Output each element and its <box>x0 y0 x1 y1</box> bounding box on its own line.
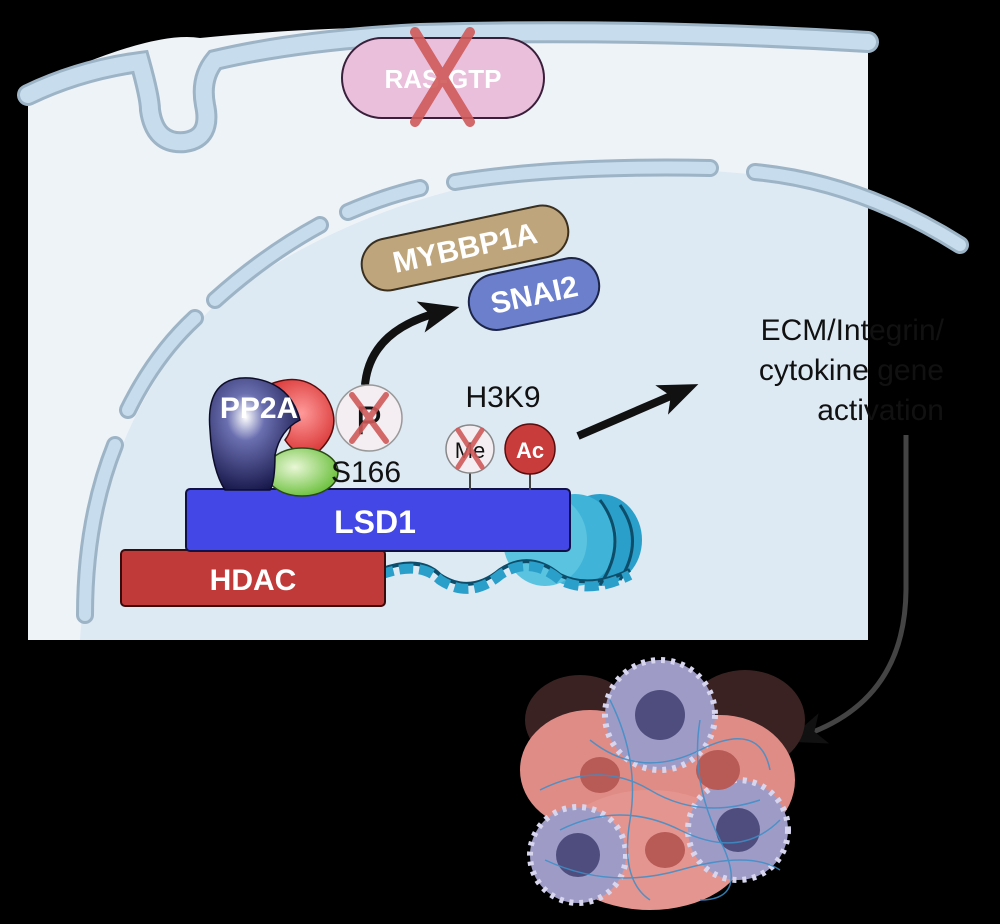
arrow-to-gene-activation <box>576 384 699 440</box>
lsd1: LSD1 <box>185 488 571 552</box>
hdac-label: HDAC <box>210 564 297 597</box>
tumor-cluster <box>520 657 805 910</box>
nuclear-envelope <box>76 158 969 624</box>
ac-label: Ac <box>516 438 544 463</box>
mybbp1a-pill <box>360 204 570 292</box>
ras-gtp: RAS-GTP <box>341 27 545 127</box>
phospho-group: P S166 <box>331 384 403 489</box>
arrow-p-to-mybbp1a <box>361 301 460 386</box>
s166-label: S166 <box>331 456 401 489</box>
ac-mark <box>504 423 556 475</box>
hdac: HDAC <box>120 549 386 607</box>
pp2a-green-subunit <box>265 447 339 497</box>
arrow-to-tumor <box>786 435 909 744</box>
gene-activation-text: ECM/Integrin/ cytokine gene activation <box>759 314 945 427</box>
cross-icon <box>455 427 485 470</box>
gene-activation-line1: ECM/Integrin/ <box>761 314 945 347</box>
lsd1-label: LSD1 <box>334 504 416 540</box>
pp2a-complex: PP2A <box>208 377 339 497</box>
pp2a-label: PP2A <box>220 392 298 425</box>
gene-activation-line3: activation <box>817 394 944 427</box>
gene-activation-line2: cytokine gene <box>759 354 944 387</box>
cross-icon <box>410 27 475 127</box>
snai2-pill <box>467 257 601 331</box>
cross-icon <box>349 392 389 444</box>
snai2: SNAI2 <box>467 257 601 331</box>
h3k9-label: H3K9 <box>465 381 540 414</box>
extracellular-matrix <box>539 699 781 901</box>
pp2a-main-subunit <box>208 377 301 491</box>
h3k9-marks: H3K9 Me Ac <box>445 381 556 490</box>
lsd1-bar <box>185 488 571 552</box>
